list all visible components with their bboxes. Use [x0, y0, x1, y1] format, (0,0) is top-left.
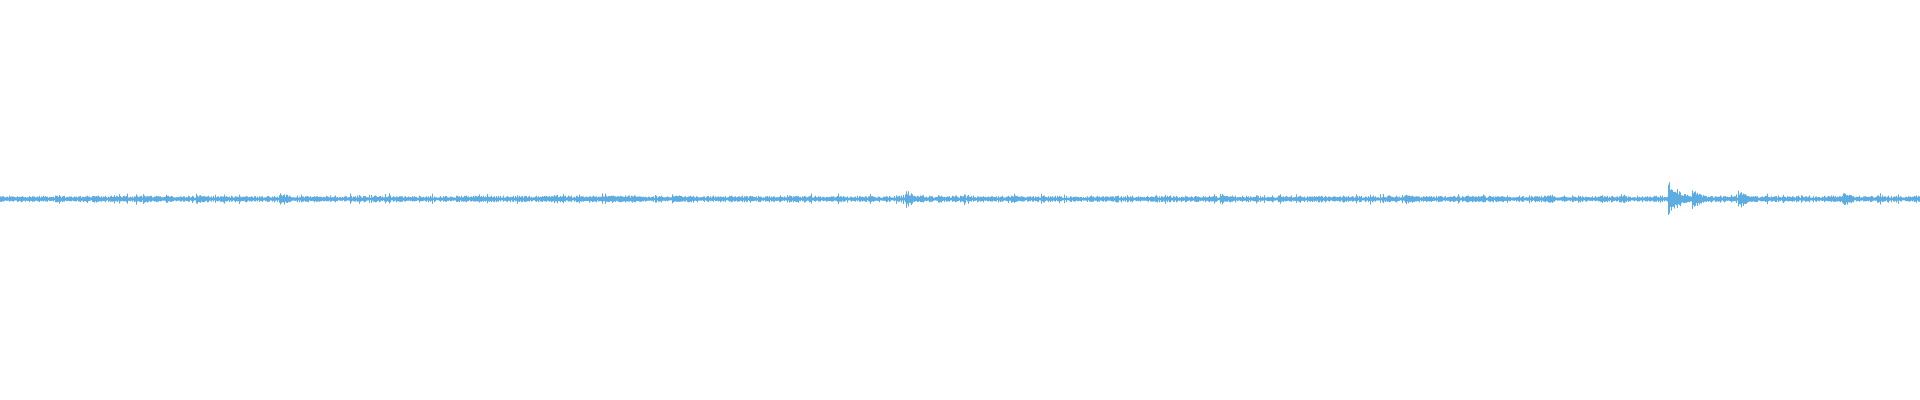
audio-waveform — [0, 182, 1920, 215]
